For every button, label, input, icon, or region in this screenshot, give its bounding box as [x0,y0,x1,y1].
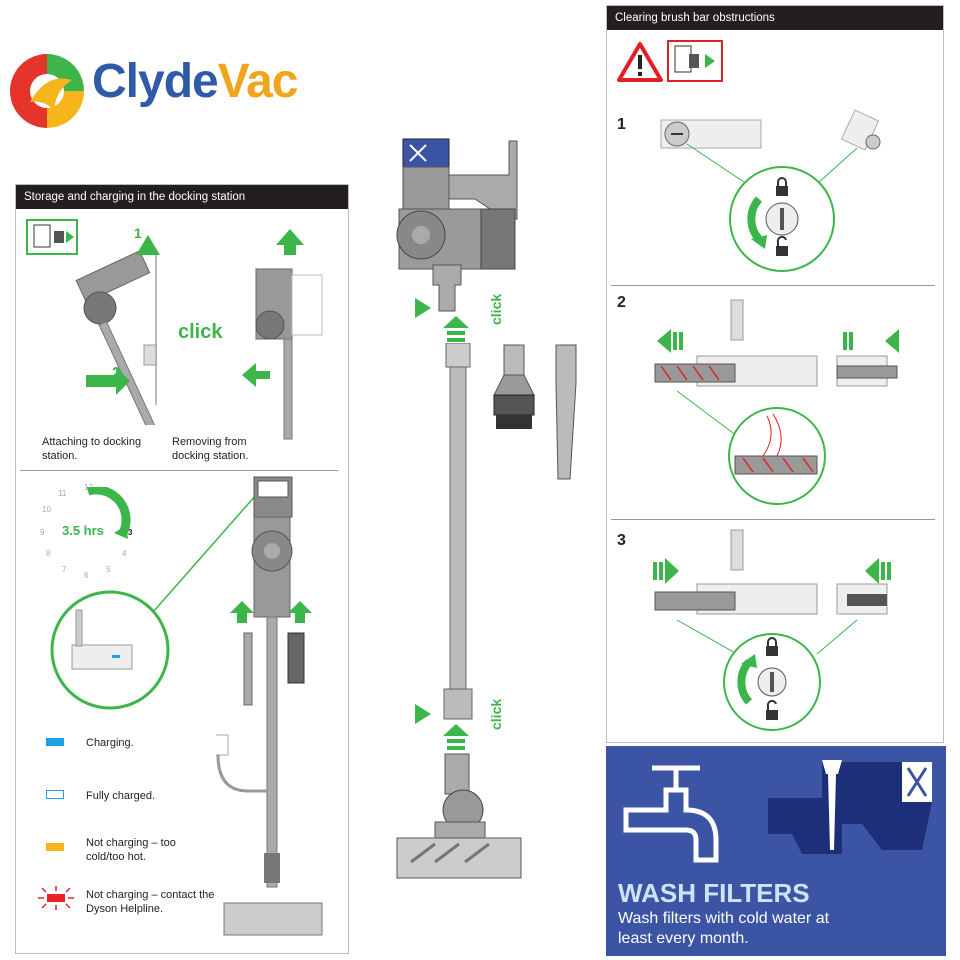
caption-attach: Attaching to docking station. [42,436,142,462]
plug-socket-icon [26,219,78,255]
step-1-badge: 1 [134,225,142,241]
unplug-icon [667,40,723,82]
step-2-badge: 2 [112,365,121,382]
step-3-number: 3 [617,532,626,549]
brand-name: ClydeVac [92,55,298,108]
step-2-illustration [654,299,899,505]
warning-icon [617,42,663,82]
dock-zoom-illustration [50,494,257,710]
click-label: click [178,321,223,343]
arrow-up-icon-2 [443,724,469,750]
step-1-illustration [660,109,881,272]
arrow-right-icon-2 [415,704,431,724]
brush-divider-1 [611,285,935,286]
filter-unit-icon [768,760,932,854]
clock-8: 8 [46,549,51,558]
brand-logo-icon [10,54,84,128]
remove-illustration [242,229,323,440]
attach-illustration [75,235,160,425]
wash-filters-body: Wash filters with cold water at least ev… [618,910,830,947]
legend-flash-icon [38,886,74,910]
brush-divider-2 [611,519,935,520]
wand-tube-illustration [443,343,473,720]
legend-helpline: Not charging – contact the Dyson Helplin… [86,889,215,915]
charge-arc-icon [86,487,131,539]
legend-swatch-full [46,790,64,799]
clock-9: 9 [40,528,45,537]
legend-full: Fully charged. [86,790,156,802]
clock-10: 10 [42,505,51,514]
floor-head-illustration [396,753,522,879]
charge-time: 3.5 hrs [62,523,104,538]
caption-remove: Removing from docking station. [172,436,249,462]
clock-7: 7 [62,565,67,574]
clock-6: 6 [84,571,89,580]
tap-icon [623,765,719,863]
legend-charging: Charging. [86,737,134,749]
storage-divider [20,470,338,471]
vacuum-body-illustration [396,138,518,312]
legend-swatch-charging [46,738,64,746]
wash-filters-title: WASH FILTERS [618,878,810,908]
arrow-right-icon [415,298,431,318]
storage-panel-title: Storage and charging in the docking stat… [16,185,348,209]
brush-panel-title: Clearing brush bar obstructions [607,6,943,30]
step-3-illustration [653,529,891,731]
brush-bar-panel: Clearing brush bar obstructions 1 2 [606,5,944,743]
wash-filters-panel: WASH FILTERS Wash filters with cold wate… [606,746,946,956]
storage-charging-panel: Storage and charging in the docking stat… [15,184,349,954]
docked-vacuum-illustration [216,476,323,936]
legend-swatch-temp [46,843,64,851]
legend-temp: Not charging – too cold/too hot. [86,837,176,863]
step-2-number: 2 [617,294,626,311]
clock-11: 11 [58,489,67,498]
click-label-top: click [488,293,504,325]
click-label-bottom: click [488,698,504,730]
arrow-up-icon [443,316,469,342]
clock-4: 4 [122,549,127,558]
crevice-tool-illustration [555,344,577,480]
clock-5: 5 [106,565,111,574]
combination-tool-illustration [493,344,535,429]
step-1-number: 1 [617,116,626,133]
clock-3: 3 [128,528,133,537]
